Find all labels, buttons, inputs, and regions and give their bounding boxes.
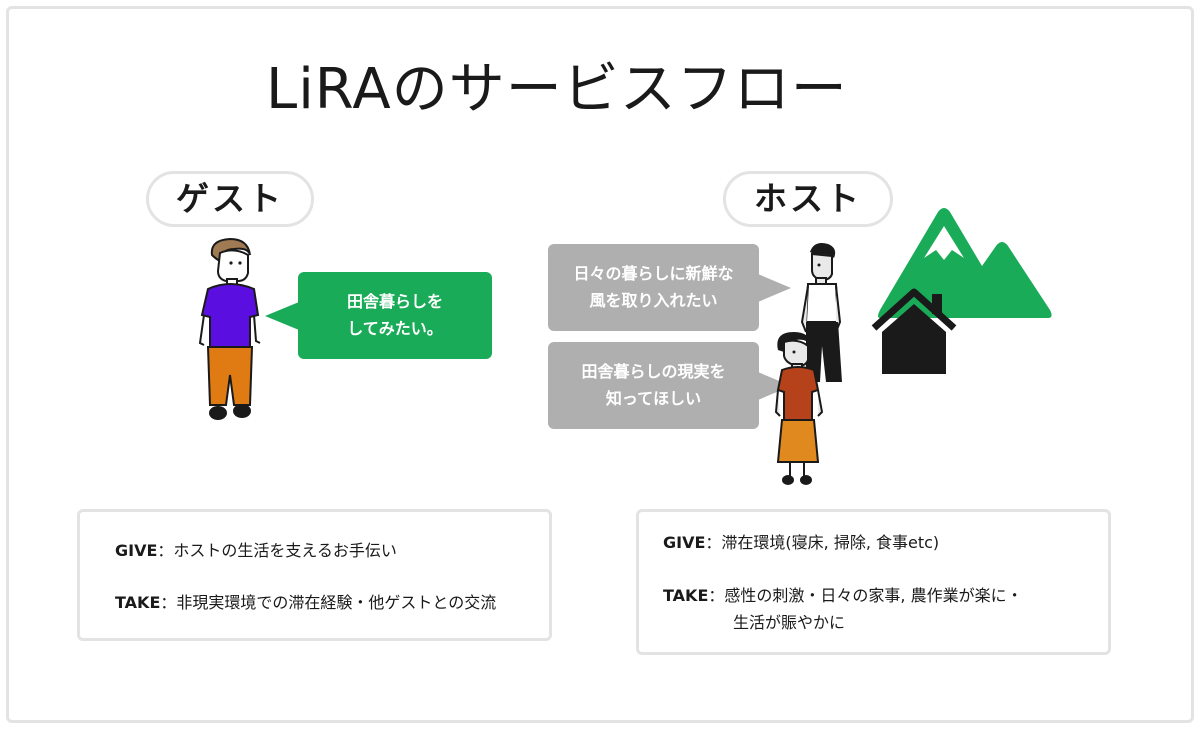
host-man-icon (800, 243, 842, 382)
bubble-text-line: 日々の暮らしに新鮮な (573, 264, 734, 283)
host-child-icon (774, 332, 824, 485)
bubble-text-line: 知ってほしい (605, 389, 702, 408)
bubble-text-line: してみたい。 (347, 319, 443, 338)
guest-give-row: GIVE：ホストの生活を支えるお手伝い (115, 540, 397, 562)
give-value: ：滞在環境(寝床, 掃除, 食事etc) (705, 533, 940, 552)
bubble-tail (758, 274, 791, 302)
host-take-row: TAKE：感性の刺激・日々の家事, 農作業が楽に・ (663, 585, 1023, 607)
host-speech-bubble-2: 田舎暮らしの現実を 知ってほしい (548, 342, 791, 429)
host-label: ホスト (723, 171, 893, 227)
take-value: ：感性の刺激・日々の家事, 農作業が楽に・ (708, 586, 1023, 605)
give-value: ：ホストの生活を支えるお手伝い (157, 541, 397, 560)
host-take-row-continued: 生活が賑やかに (733, 613, 846, 632)
guest-label: ゲスト (146, 171, 314, 227)
guest-take-row: TAKE：非現実環境での滞在経験・他ゲストとの交流 (115, 592, 496, 614)
guest-person-icon (198, 237, 261, 420)
guest-speech-bubble: 田舎暮らしを してみたい。 (265, 272, 492, 359)
page-title: LiRAのサービスフロー (266, 57, 848, 122)
bubble-text-line: 田舎暮らしの現実を (581, 362, 726, 381)
mountain-icon (878, 208, 1052, 318)
host-speech-bubble-1: 日々の暮らしに新鮮な 風を取り入れたい (548, 244, 791, 331)
bubble-text-line: 風を取り入れたい (589, 291, 718, 310)
take-key: TAKE (115, 593, 161, 612)
take-value: ：非現実環境での滞在経験・他ゲストとの交流 (160, 593, 497, 612)
host-give-take-card: GIVE：滞在環境(寝床, 掃除, 食事etc) TAKE：感性の刺激・日々の家… (636, 509, 1111, 655)
host-give-row: GIVE：滞在環境(寝床, 掃除, 食事etc) (663, 532, 939, 554)
bubble-text-line: 田舎暮らしを (346, 292, 443, 311)
guest-give-take-card: GIVE：ホストの生活を支えるお手伝い TAKE：非現実環境での滞在経験・他ゲス… (77, 509, 552, 641)
bubble-tail (265, 302, 299, 330)
give-key: GIVE (663, 533, 706, 552)
house-icon (871, 288, 957, 374)
give-key: GIVE (115, 541, 158, 560)
take-key: TAKE (663, 586, 709, 605)
